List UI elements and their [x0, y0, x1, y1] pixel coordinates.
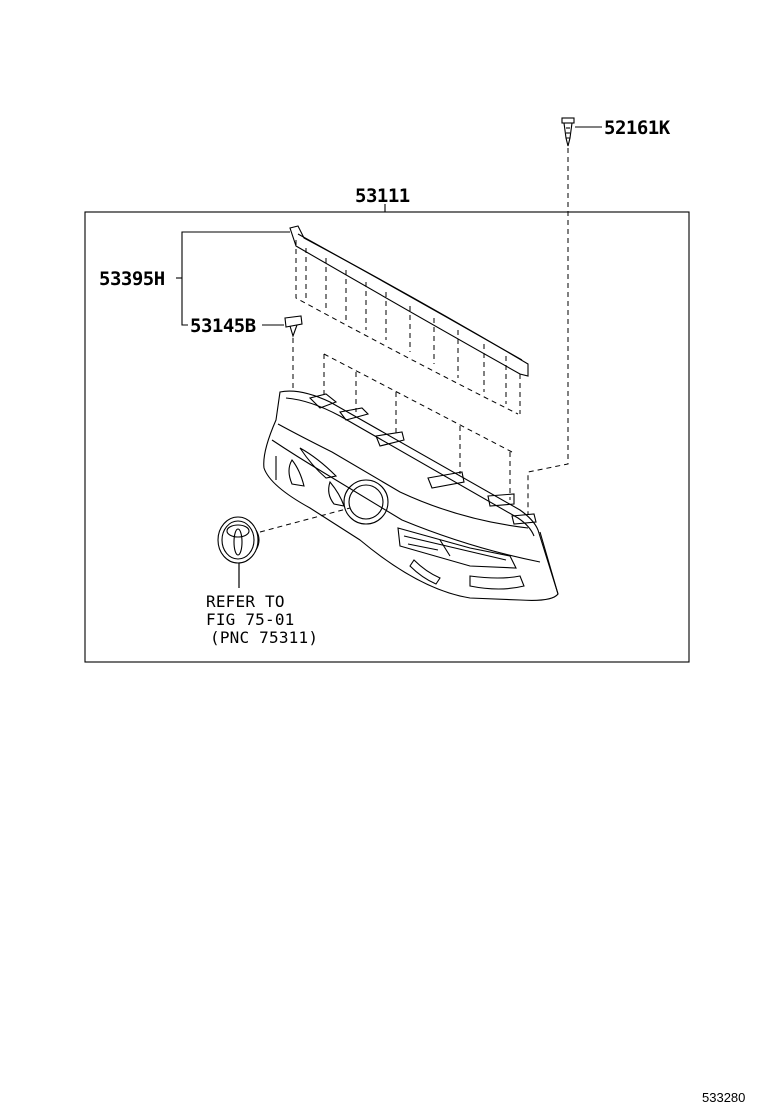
emblem-dash — [259, 507, 351, 533]
note-fig: FIG 75-01 — [206, 610, 295, 629]
label-53145B: 53145B — [190, 315, 256, 337]
clip-icon — [284, 315, 303, 338]
assembly-frame — [84, 211, 690, 663]
toyota-emblem-icon — [217, 516, 260, 564]
upper-molding — [289, 225, 529, 415]
molding-bracket — [181, 231, 290, 326]
label-53395H: 53395H — [99, 268, 165, 290]
clip-icon — [561, 117, 575, 147]
label-52161K: 52161K — [604, 117, 670, 139]
note-refer-to: REFER TO — [206, 592, 285, 611]
note-pnc: (PNC 75311) — [210, 628, 319, 647]
figure-number: 533280 — [702, 1090, 746, 1105]
clip-top-dash — [527, 148, 569, 515]
radiator-grille — [263, 390, 559, 601]
label-53111: 53111 — [355, 185, 410, 207]
